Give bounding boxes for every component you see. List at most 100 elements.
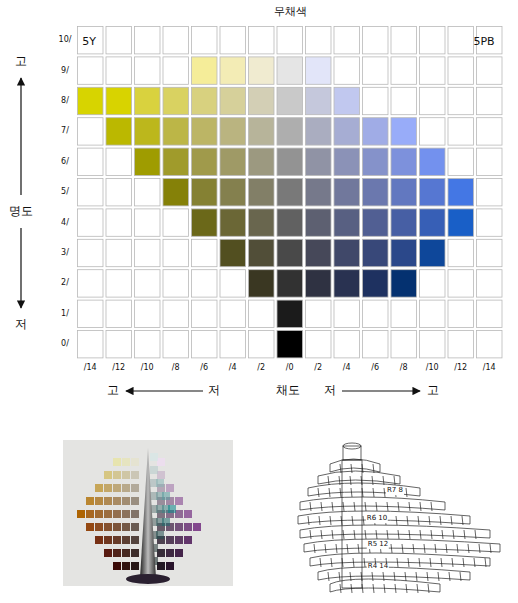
color-chip: [192, 87, 218, 114]
photo-chip: [166, 536, 174, 544]
color-chip: [135, 331, 161, 358]
photo-chip: [184, 536, 192, 544]
color-chip: [192, 57, 218, 84]
color-chip: [163, 87, 189, 114]
color-chip: [448, 118, 474, 145]
color-chip: [420, 331, 446, 358]
color-chip: [163, 148, 189, 175]
color-chip: [135, 87, 161, 114]
color-chip: [448, 270, 474, 297]
color-chip: [420, 209, 446, 236]
color-chip: [363, 87, 389, 114]
photo-chip: [131, 497, 139, 505]
photo-chip: [157, 458, 165, 466]
color-chip: [135, 27, 161, 54]
value-tick: 10/: [59, 36, 72, 45]
color-chip: [306, 179, 332, 206]
color-chip: [334, 27, 360, 54]
color-chip: [135, 239, 161, 266]
color-chip: [192, 209, 218, 236]
photo-chip: [95, 497, 103, 505]
photo-chip: [104, 549, 112, 557]
color-chip: [78, 270, 104, 297]
chroma-tick: /14: [483, 364, 496, 373]
photo-chip: [113, 523, 121, 531]
color-chip: [363, 300, 389, 327]
color-chip: [334, 331, 360, 358]
photo-chip: [150, 466, 158, 474]
axis-end-label: 저: [324, 384, 336, 397]
photo-chip: [77, 510, 85, 518]
photo-chip: [113, 458, 121, 466]
axis-end-label: 고: [15, 55, 27, 68]
value-tick: 1/: [61, 309, 69, 318]
axis-end-label: 저: [15, 318, 27, 331]
color-chip: [135, 118, 161, 145]
color-chip: [363, 270, 389, 297]
chroma-tick: /12: [112, 364, 125, 373]
color-chip: [78, 179, 104, 206]
photo-chip: [184, 510, 192, 518]
color-chip: [391, 179, 417, 206]
photo-chip: [104, 497, 112, 505]
color-chip: [477, 148, 503, 175]
photo-chip: [113, 562, 121, 570]
value-tick: 2/: [61, 279, 69, 288]
color-chip: [249, 27, 275, 54]
color-chip: [334, 179, 360, 206]
photo-chip: [95, 484, 103, 492]
color-chip: [135, 209, 161, 236]
color-chip: [277, 118, 303, 145]
color-chip: [363, 331, 389, 358]
value-tick: 6/: [61, 157, 69, 166]
color-chip: [277, 209, 303, 236]
color-chip: [163, 270, 189, 297]
chroma-tick: /10: [426, 364, 439, 373]
photo-chip: [131, 549, 139, 557]
chroma-tick: /6: [200, 364, 208, 373]
color-chip: [363, 148, 389, 175]
color-chip: [192, 118, 218, 145]
color-chip: [391, 27, 417, 54]
color-chip: [106, 87, 132, 114]
color-chip: [477, 239, 503, 266]
color-chip: [220, 87, 246, 114]
color-chip: [106, 27, 132, 54]
color-chip: [277, 27, 303, 54]
color-chip: [106, 239, 132, 266]
color-chip: [106, 179, 132, 206]
color-chip: [306, 331, 332, 358]
axis-end-label: 고: [107, 384, 119, 397]
chroma-tick: /2: [314, 364, 322, 373]
color-chip: [249, 209, 275, 236]
color-chip: [391, 239, 417, 266]
color-chip: [420, 57, 446, 84]
color-chip: [163, 209, 189, 236]
color-chip: [448, 27, 474, 54]
color-chip: [334, 148, 360, 175]
photo-chip: [86, 510, 94, 518]
color-chip: [249, 118, 275, 145]
color-chip: [249, 331, 275, 358]
photo-chip: [95, 536, 103, 544]
color-chip: [249, 300, 275, 327]
photo-chip: [157, 562, 165, 570]
photo-chip: [122, 484, 130, 492]
value-arrow-down: [20, 228, 21, 308]
axis-end-label: 고: [427, 384, 439, 397]
axis-title: 명도: [9, 205, 33, 218]
hue-label: 5Y: [82, 36, 96, 48]
color-chip: [420, 300, 446, 327]
color-chip: [477, 300, 503, 327]
color-chip: [249, 270, 275, 297]
color-chip: [477, 87, 503, 114]
color-chip: [277, 239, 303, 266]
color-chip: [391, 270, 417, 297]
color-chip: [334, 118, 360, 145]
color-chip: [163, 300, 189, 327]
photo-chip: [113, 536, 121, 544]
color-chip: [306, 118, 332, 145]
color-chip: [163, 179, 189, 206]
photo-chip: [131, 471, 139, 479]
